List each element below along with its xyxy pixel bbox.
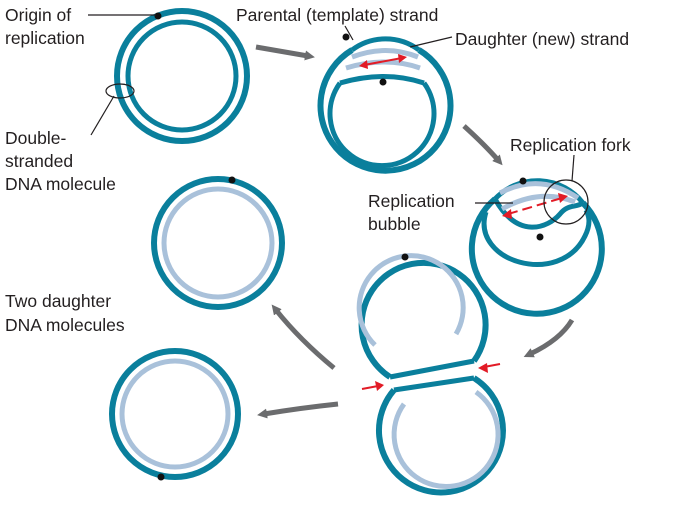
label-double-stranded-line3: DNA molecule (5, 174, 116, 194)
label-origin-line2: replication (5, 28, 85, 48)
label-two-daughter-line2: DNA molecules (5, 315, 125, 335)
red-arrowhead-left (375, 381, 384, 391)
daughter-strand (161, 186, 275, 300)
label-daughter-strand: Daughter (new) strand (455, 29, 629, 49)
label-replication-bubble-line2: bubble (368, 214, 421, 234)
origin-dot (379, 78, 387, 86)
daughter-strand (119, 358, 231, 470)
outer-parental-strand (114, 8, 250, 144)
inner-closure-strand (481, 208, 592, 267)
arrow-stage1-to-2 (255, 44, 315, 61)
leader-daughter (409, 36, 453, 48)
daughter-strand-bottom (500, 193, 576, 212)
leader-double-stranded (90, 95, 115, 136)
label-double-stranded-line1: Double- (5, 128, 66, 148)
leader-lines (88, 14, 575, 204)
origin-dot (154, 12, 162, 20)
stage-5-daughter-molecule-lower (109, 348, 241, 481)
red-arrowhead-right (478, 363, 488, 373)
arrow-stage4-to-lower-daughter (257, 401, 339, 419)
label-replication-bubble-line1: Replication (368, 191, 455, 211)
lower-parental-strand (339, 74, 425, 86)
red-arrowhead-left (359, 60, 368, 69)
upper-daughter-strand (356, 253, 466, 347)
parental-strand (109, 348, 241, 480)
label-origin-line1: Origin of (5, 5, 71, 25)
process-arrows (255, 44, 575, 419)
replication-direction-arrow (507, 197, 563, 215)
arrow-stage2-to-3 (462, 124, 503, 166)
double-strand-highlight-ellipse (105, 83, 135, 99)
upper-junction-strand (389, 358, 475, 380)
origin-dot (228, 176, 236, 184)
daughter-strand-top (498, 181, 580, 201)
origin-dot (342, 33, 350, 41)
lower-junction-strand (393, 375, 475, 393)
parental-strand (151, 176, 285, 310)
replication-fork-highlight-circle (543, 179, 589, 225)
red-arrowhead-left (502, 209, 512, 219)
stage-2-opening-bubble (317, 33, 454, 174)
origin-dot (401, 253, 409, 261)
outer-parental-strand (468, 196, 605, 317)
arrow-stage4-to-upper-daughter (271, 304, 336, 370)
stage-3-replication-bubble (468, 177, 605, 317)
origin-dot (157, 473, 165, 481)
arrow-stage3-to-4 (523, 318, 575, 358)
lower-parental-strand (492, 197, 585, 230)
lower-daughter-strand (391, 389, 501, 490)
daughter-strand-bottom (345, 59, 421, 71)
inner-closure-strand (327, 81, 437, 169)
stage-4-nearly-complete (356, 253, 506, 496)
stage-5-daughter-molecule-upper (151, 176, 285, 310)
inner-parental-strand (125, 19, 239, 133)
upper-outer-strand (358, 259, 489, 380)
label-parental-strand: Parental (template) strand (236, 5, 438, 25)
replication-direction-arrow-left (361, 385, 379, 390)
text-labels: Origin of replication Parental (template… (5, 5, 631, 335)
red-arrowhead-right (398, 54, 407, 63)
leader-parental (344, 25, 354, 41)
red-arrowhead-right (558, 193, 568, 203)
replication-direction-arrow (363, 57, 403, 66)
label-replication-fork: Replication fork (510, 135, 631, 155)
stage-1-circular-dna (105, 8, 250, 144)
lower-outer-strand (375, 375, 506, 496)
origin-dot (519, 177, 527, 185)
label-double-stranded-line2: stranded (5, 151, 73, 171)
origin-dot (536, 233, 544, 241)
daughter-strand-top (351, 48, 419, 60)
leader-fork (571, 154, 575, 182)
label-two-daughter-line1: Two daughter (5, 291, 111, 311)
outer-parental-strand (317, 47, 454, 174)
upper-parental-strand (350, 36, 421, 53)
